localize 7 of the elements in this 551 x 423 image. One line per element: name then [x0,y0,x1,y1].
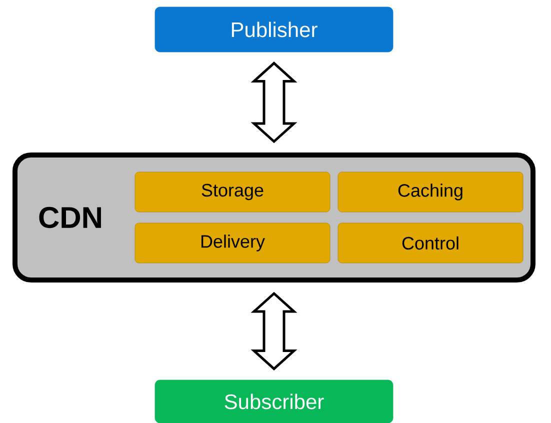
component-box: Storage [134,172,330,212]
endpoint-box: Subscriber [154,380,394,423]
double-arrow [250,62,298,144]
component-box: Delivery [134,222,330,264]
component-box: Control [338,222,524,264]
endpoint-box: Publisher [154,6,394,52]
component-box: Caching [338,172,524,212]
